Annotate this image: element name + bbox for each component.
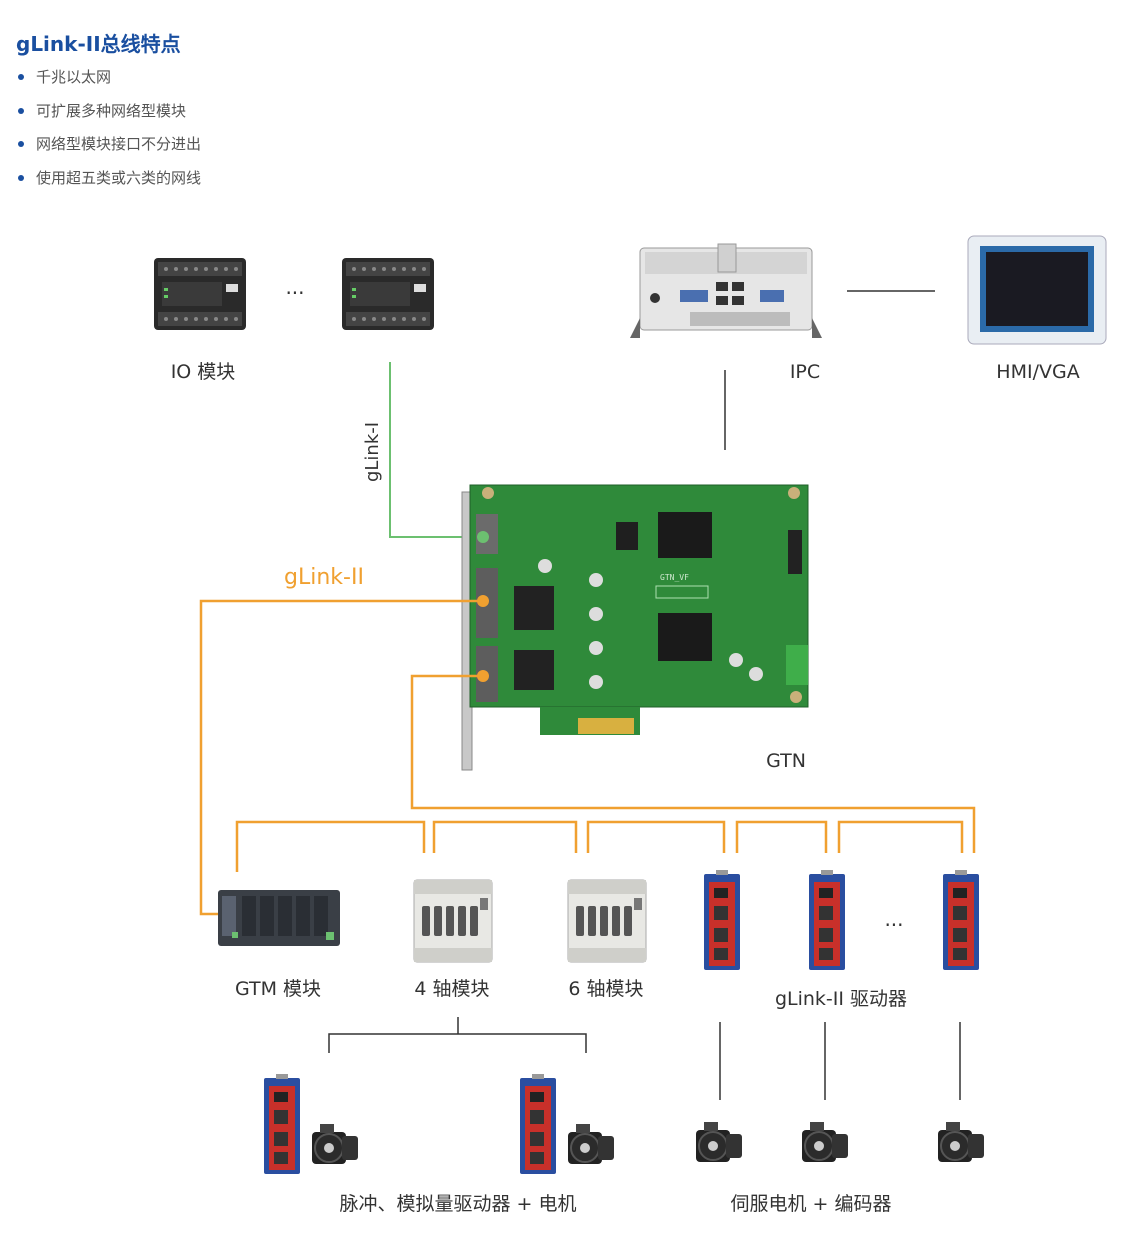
- page-title: gLink-II总线特点: [16, 32, 181, 56]
- axis6-module-icon: [567, 879, 647, 963]
- bullet-icon: [18, 174, 24, 181]
- gtm-module-label: GTM 模块: [235, 978, 321, 1000]
- glink2-driver-icon: [943, 870, 979, 970]
- bullet-icon: [18, 107, 24, 114]
- glink1-line: [389, 362, 483, 538]
- pulse-driver-icon: [264, 1074, 300, 1174]
- driver-ellipsis: ···: [884, 913, 903, 937]
- feature-list: 千兆以太网 可扩展多种网络型模块 网络型模块接口不分进出 使用超五类或六类的网线: [18, 66, 201, 200]
- feature-text: 可扩展多种网络型模块: [36, 101, 187, 120]
- gtm-module-icon: [218, 890, 340, 946]
- hmi-display-icon: [967, 235, 1107, 345]
- feature-text: 使用超五类或六类的网线: [36, 168, 202, 187]
- axis4-module-icon: [413, 879, 493, 963]
- io-module-icon: [154, 258, 246, 330]
- servo-motor-icon: [937, 1121, 985, 1163]
- motor-icon: [311, 1123, 359, 1165]
- pulse-driver-label: 脉冲、模拟量驱动器 + 电机: [340, 1193, 577, 1215]
- list-item: 使用超五类或六类的网线: [18, 167, 201, 201]
- hmi-label: HMI/VGA: [996, 361, 1079, 383]
- gtn-label: GTN: [766, 750, 806, 772]
- axis6-module-label: 6 轴模块: [568, 978, 643, 1000]
- feature-text: 千兆以太网: [36, 68, 112, 86]
- glink2-label: gLink-II: [284, 565, 364, 590]
- ipc-computer-icon: [630, 243, 822, 338]
- glink2-driver-label: gLink-II 驱动器: [775, 988, 907, 1010]
- bullet-icon: [18, 74, 24, 80]
- motor-icon: [567, 1123, 615, 1165]
- feature-text: 网络型模块接口不分进出: [36, 135, 202, 153]
- axis-driver-bracket: [328, 1017, 587, 1053]
- glink2-wiring: [199, 599, 976, 916]
- list-item: 网络型模块接口不分进出: [18, 133, 201, 167]
- io-ellipsis: ···: [285, 281, 304, 305]
- glink2-driver-icon: [809, 870, 845, 970]
- io-module-icon: [342, 258, 434, 330]
- bullet-icon: [18, 141, 24, 147]
- list-item: 可扩展多种网络型模块: [18, 100, 201, 134]
- glink1-label: gLink-I: [362, 422, 383, 482]
- servo-label: 伺服电机 + 编码器: [731, 1193, 892, 1215]
- io-module-label: IO 模块: [171, 361, 236, 383]
- glink2-driver-icon: [704, 870, 740, 970]
- list-item: 千兆以太网: [18, 66, 201, 100]
- pulse-driver-icon: [520, 1074, 556, 1174]
- servo-links: [719, 1022, 961, 1100]
- ipc-label: IPC: [790, 361, 820, 383]
- gtn-board-icon: GTN_VF: [461, 484, 809, 771]
- servo-motor-icon: [801, 1121, 849, 1163]
- board-marking: GTN_VF: [660, 573, 689, 582]
- servo-motor-icon: [695, 1121, 743, 1163]
- axis4-module-label: 4 轴模块: [414, 978, 489, 1000]
